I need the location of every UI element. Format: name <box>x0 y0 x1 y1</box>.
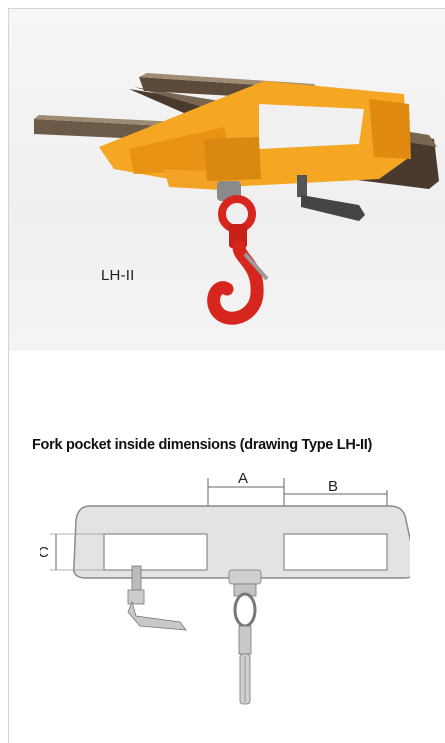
lifting-hook <box>207 240 264 325</box>
clamp-screw <box>297 175 307 197</box>
dimension-b-label: B <box>328 478 338 495</box>
clamp-screw-drawing <box>131 565 142 593</box>
swivel-drawing <box>228 569 262 585</box>
clamp-handle <box>301 195 365 221</box>
product-photo: LH-II <box>9 9 445 351</box>
hook-eye-drawing <box>233 592 257 628</box>
dimension-a-label: A <box>238 470 248 487</box>
clamp-handle-drawing <box>127 600 187 631</box>
left-fork-pocket <box>103 533 208 571</box>
right-fork-pocket <box>283 533 388 571</box>
fork-lifting-hook-image <box>34 73 439 325</box>
safety-latch <box>243 252 269 281</box>
model-label: LH-II <box>101 267 135 284</box>
content-frame <box>8 8 445 743</box>
fork-pocket-drawing: A B C <box>40 470 410 705</box>
drawing-heading: Fork pocket inside dimensions (drawing T… <box>32 437 373 453</box>
dimension-c-label: C <box>40 544 49 561</box>
